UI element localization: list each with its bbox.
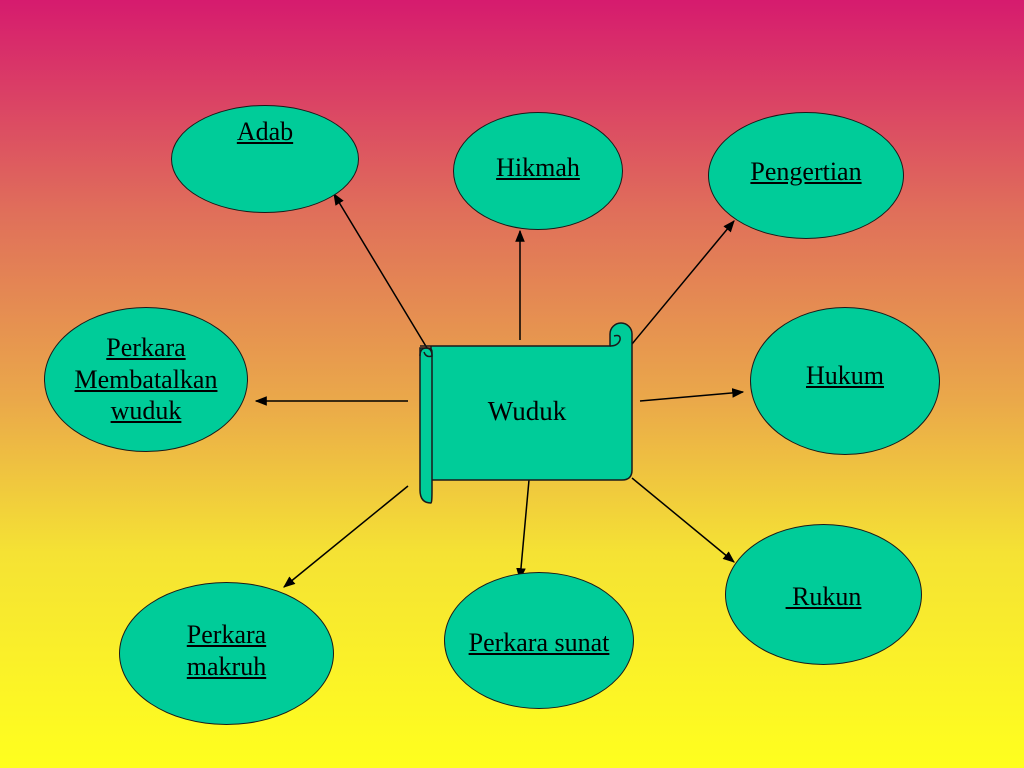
node-hukum[interactable]: Hukum — [750, 307, 940, 455]
node-perkara-sunat[interactable]: Perkara sunat — [444, 572, 634, 709]
node-perkara-membatalkan-wuduk[interactable]: Perkara Membatalkan wuduk — [44, 307, 248, 452]
node-perkara-makruh[interactable]: Perkara makruh — [119, 582, 334, 725]
scroll-left-curl — [419, 347, 433, 358]
node-perkara-sunat-label: Perkara sunat — [468, 627, 610, 657]
node-adab[interactable]: Adab — [171, 105, 359, 213]
node-perkara-makruh-label: Perkara makruh — [186, 619, 267, 681]
scroll-body — [420, 322, 633, 481]
edge-arrow-perkara-sunat — [516, 479, 530, 581]
center-node-label: Wuduk — [487, 396, 567, 426]
scroll-right-curl — [609, 334, 621, 347]
edge-arrow-perkara-makruh — [283, 485, 409, 588]
edge-arrow-rukun — [631, 477, 735, 563]
edge-arrow-hukum — [639, 388, 745, 402]
node-hikmah[interactable]: Hikmah — [453, 112, 623, 230]
node-hikmah-label: Hikmah — [496, 153, 580, 183]
node-rukun-label: Rukun — [785, 581, 862, 611]
node-pengertian[interactable]: Pengertian — [708, 112, 904, 239]
node-hukum-label: Hukum — [806, 361, 884, 391]
scroll-left-roll — [419, 347, 433, 504]
edge-arrow-pengertian — [631, 220, 735, 345]
node-pengertian-label: Pengertian — [750, 156, 862, 186]
node-perkara-membatalkan-wuduk-label: Perkara Membatalkan wuduk — [74, 332, 218, 426]
center-scroll-shape — [419, 322, 633, 504]
edge-arrow-adab — [333, 192, 428, 349]
node-rukun[interactable]: Rukun — [725, 524, 922, 665]
node-adab-label: Adab — [236, 117, 294, 147]
